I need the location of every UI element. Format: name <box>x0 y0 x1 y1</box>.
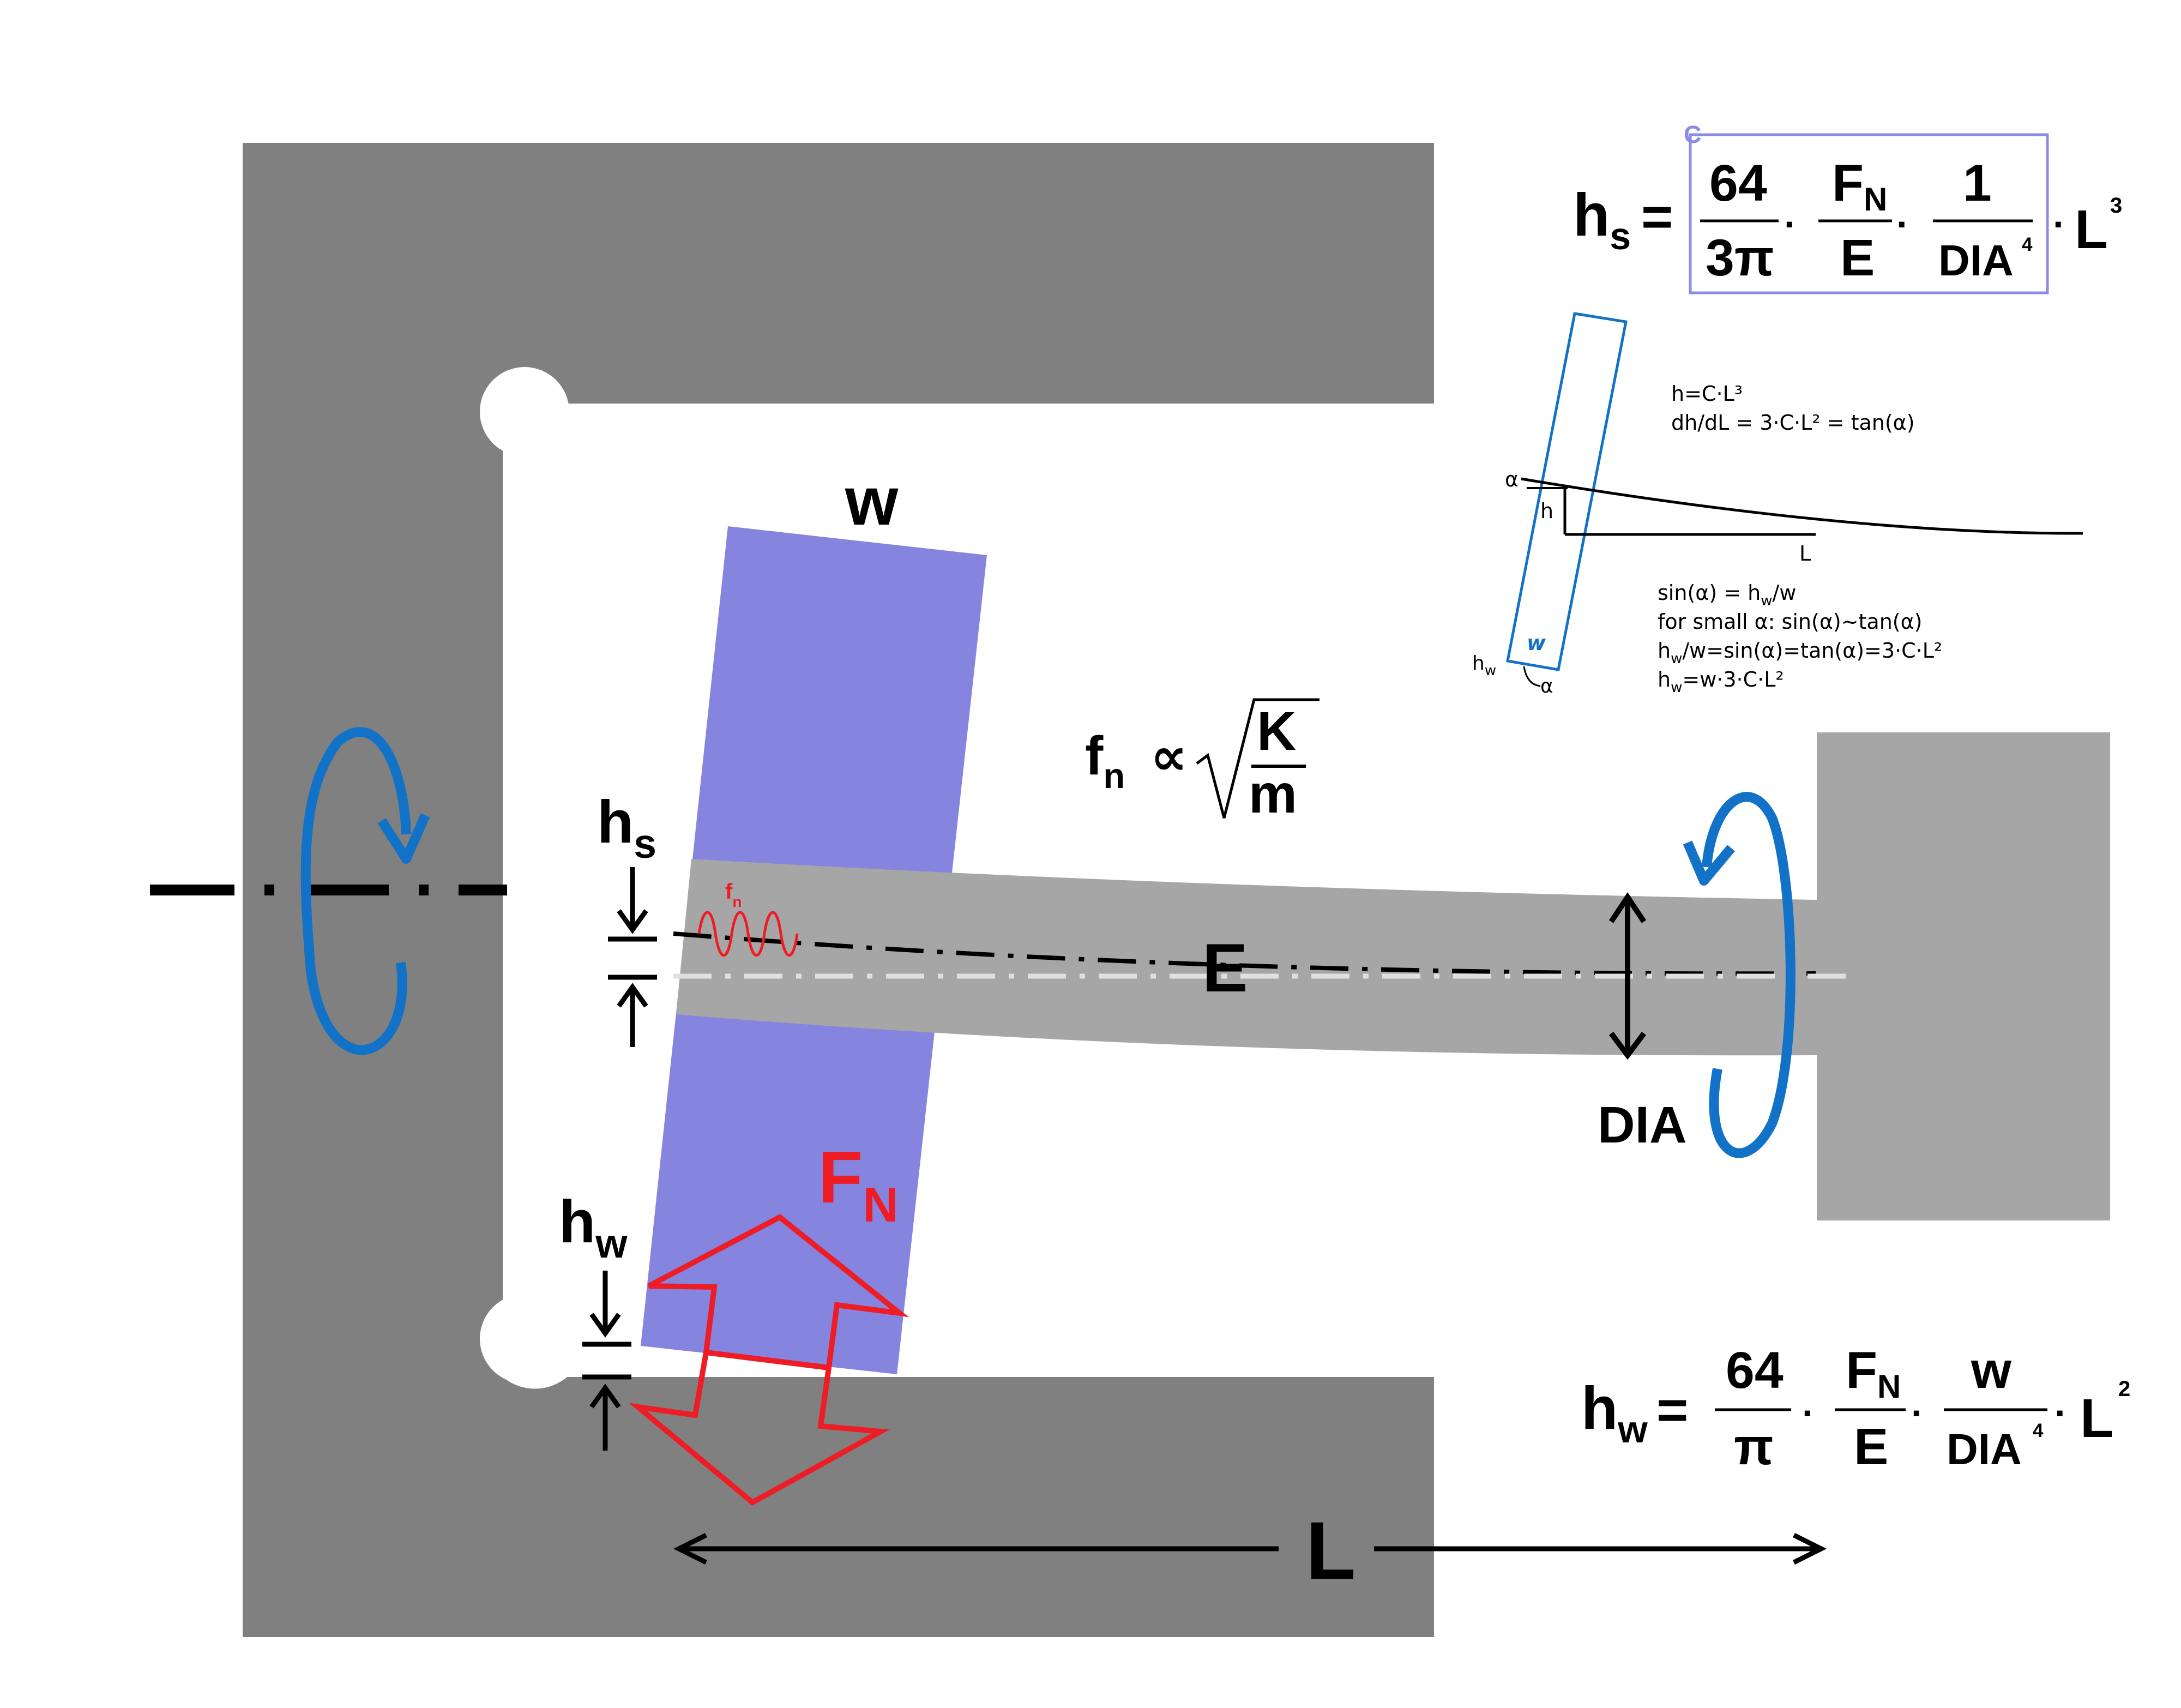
svg-text:h: h <box>1540 499 1553 523</box>
shaft-rotation-arrowhead <box>1683 840 1735 886</box>
hw-arrowhead-bottom <box>589 1384 621 1409</box>
diameter-label: DIA <box>1598 1096 1687 1154</box>
svg-text:m: m <box>1249 763 1297 825</box>
svg-text:π: π <box>1734 1418 1774 1476</box>
chuck-block <box>1817 732 2110 1220</box>
svg-text:·: · <box>2055 1392 2067 1434</box>
frame-rotation-arrow <box>300 727 411 1055</box>
vibration-wave <box>697 911 799 957</box>
inset-bar <box>1506 312 1628 671</box>
hs-formula: C hs = 64 3π · FN E · 1 DIA 4 · L 3 <box>1573 121 2122 294</box>
svg-text:=: = <box>1656 1380 1688 1441</box>
svg-text:E: E <box>1854 1418 1888 1476</box>
hw-formula: hw = 64 π · FN E · w DIA 4 · L 2 <box>1581 1342 2130 1476</box>
svg-text:4: 4 <box>2033 1420 2044 1441</box>
hs-arrowhead-bottom <box>617 983 648 1008</box>
bent-shaft <box>676 859 1817 1056</box>
svg-text:3: 3 <box>2110 194 2122 218</box>
svg-text:w: w <box>1971 1342 2012 1399</box>
svg-text:DIA: DIA <box>1938 236 2014 285</box>
svg-text:64: 64 <box>1726 1342 1784 1399</box>
svg-text:DIA: DIA <box>1947 1425 2022 1474</box>
svg-text:FN: FN <box>1846 1342 1901 1405</box>
svg-text:·: · <box>1896 203 1909 245</box>
shaft-rotation-arrow <box>1702 792 1796 1158</box>
length-arrowhead-right <box>1792 1532 1827 1565</box>
svg-text:fn: fn <box>1085 725 1125 796</box>
svg-text:hw: hw <box>1581 1375 1648 1451</box>
svg-text:L: L <box>1799 542 1811 566</box>
svg-text:L: L <box>2075 199 2108 260</box>
inset-w: w <box>1527 631 1546 655</box>
svg-text:·: · <box>1802 1392 1815 1434</box>
svg-text:dh/dL = 3·C·L² = tan(α): dh/dL = 3·C·L² = tan(α) <box>1671 411 1915 435</box>
svg-text:hw/w=sin(α)=tan(α)=3·C·L²: hw/w=sin(α)=tan(α)=3·C·L² <box>1658 639 1942 667</box>
svg-text:FN: FN <box>1832 154 1887 218</box>
length-arrowhead-left <box>673 1532 708 1565</box>
force-label: FN <box>818 1136 898 1232</box>
frame-rotation-arrowhead <box>377 813 430 864</box>
svg-text:3π: 3π <box>1706 229 1774 287</box>
svg-text:hs: hs <box>1573 182 1631 257</box>
svg-text:hw=w·3·C·L²: hw=w·3·C·L² <box>1658 667 1784 696</box>
svg-text:for small α: sin(α)~tan(α): for small α: sin(α)~tan(α) <box>1658 610 1923 634</box>
fn-small-label: fn <box>725 880 742 910</box>
svg-text:·: · <box>1911 1392 1924 1434</box>
derivation-inset: w α h L h=C·L³ dh/dL = 3·C·L² = tan(α) h… <box>1472 312 2083 697</box>
svg-text:C: C <box>1684 121 1702 148</box>
svg-text:α: α <box>1505 467 1519 491</box>
svg-text:64: 64 <box>1709 154 1767 212</box>
svg-text:hw: hw <box>1472 652 1496 679</box>
svg-text:∝: ∝ <box>1150 728 1188 786</box>
svg-text:·: · <box>2053 203 2065 245</box>
svg-text:α: α <box>1540 675 1553 697</box>
svg-text:·: · <box>1784 203 1797 245</box>
svg-text:L: L <box>2080 1388 2113 1449</box>
hw-arrowhead-top <box>589 1313 621 1338</box>
inset-curve <box>1521 477 2083 535</box>
svg-text:K: K <box>1257 701 1296 762</box>
modulus-label: E <box>1202 930 1248 1006</box>
svg-text:h=C·L³: h=C·L³ <box>1671 382 1743 406</box>
frame-gap <box>503 412 568 1339</box>
diameter-arrowhead-bottom <box>1609 1032 1646 1060</box>
width-label: w <box>845 464 899 539</box>
svg-text:4: 4 <box>2022 234 2033 255</box>
normal-force-arrow <box>647 1214 909 1371</box>
svg-text:2: 2 <box>2118 1377 2130 1401</box>
hs-arrowhead-top <box>617 909 648 934</box>
length-label: L <box>1306 1505 1356 1596</box>
diameter-arrowhead-top <box>1608 892 1647 923</box>
svg-text:1: 1 <box>1963 154 1992 212</box>
hs-label: hs <box>597 789 656 867</box>
c-group-box <box>1689 133 2049 294</box>
hw-label: hw <box>559 1188 628 1266</box>
normal-force-arrow-lower <box>629 1352 890 1506</box>
svg-text:=: = <box>1641 187 1673 248</box>
frequency-formula: fn ∝ K m <box>1085 698 1320 825</box>
svg-text:sin(α) = hw/w: sin(α) = hw/w <box>1658 581 1796 609</box>
svg-text:E: E <box>1840 229 1875 287</box>
